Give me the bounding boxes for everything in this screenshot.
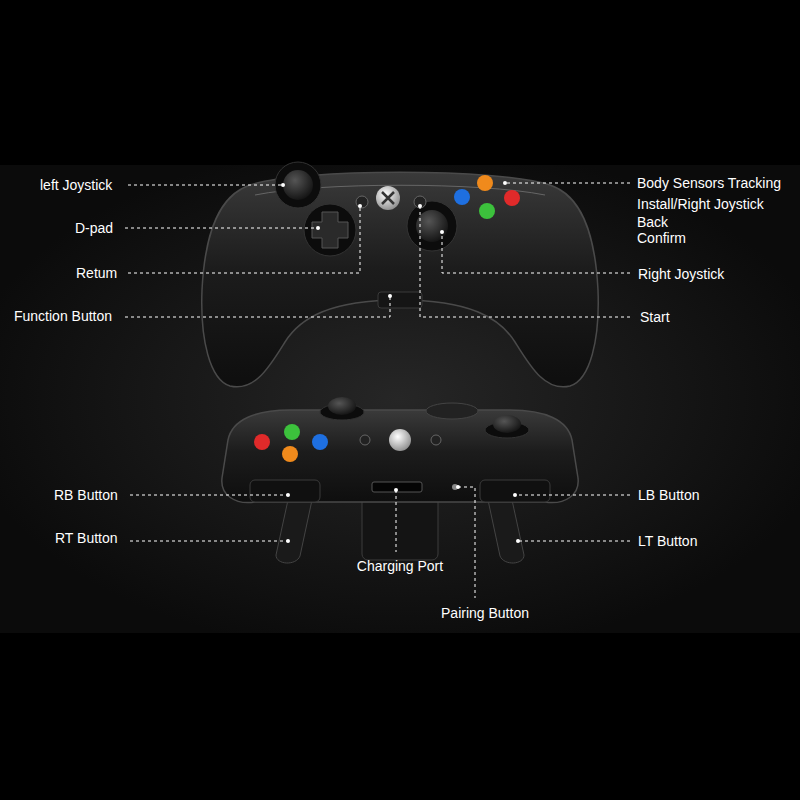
leader-dot (316, 226, 320, 230)
leader-line (130, 541, 288, 542)
face-button (312, 434, 328, 450)
left-stick (283, 170, 313, 200)
leader-line (125, 296, 390, 317)
back-button (356, 196, 368, 208)
leader-dot (456, 485, 460, 489)
leader-line (128, 206, 360, 273)
right-stick (493, 415, 521, 433)
face-button (454, 189, 470, 205)
leader-line (396, 490, 397, 552)
leader-line (505, 183, 630, 184)
part-label: RT Button (55, 530, 118, 546)
leader-dot (286, 493, 290, 497)
leader-dot (513, 493, 517, 497)
leader-lines (125, 183, 630, 598)
leader-line (128, 185, 283, 186)
leader-dots (281, 181, 520, 543)
leader-line (125, 228, 318, 229)
guide-button (376, 186, 400, 210)
leader-dot (388, 294, 392, 298)
part-label: RB Button (54, 487, 118, 503)
leader-dot (394, 488, 398, 492)
part-label: Body Sensors Tracking (637, 175, 781, 191)
part-label: LT Button (638, 533, 697, 549)
leader-line (518, 541, 630, 542)
part-label: Charging Port (357, 558, 443, 574)
backdrop-panel (0, 165, 800, 633)
controller-body (202, 172, 599, 387)
start-button (414, 196, 426, 208)
part-label: Function Button (14, 308, 112, 324)
right-stick (416, 210, 448, 242)
dpad-well (304, 204, 356, 256)
part-label: LB Button (638, 487, 700, 503)
bumper (250, 480, 320, 502)
leader-line (515, 495, 630, 496)
trigger (276, 500, 312, 563)
bumper (480, 480, 550, 502)
leader-dot (418, 204, 422, 208)
part-label: Retum (76, 265, 117, 281)
small-button (431, 435, 441, 445)
dpad (312, 212, 348, 248)
part-label: Confirm (637, 230, 686, 246)
leader-line (442, 232, 630, 273)
small-button (360, 435, 370, 445)
trigger (488, 500, 524, 563)
stick-well (407, 201, 457, 251)
face-button (284, 424, 300, 440)
stick-well (275, 162, 321, 208)
leader-dot (503, 181, 507, 185)
leader-dot (440, 230, 444, 234)
battery-pack (378, 292, 422, 308)
dpad (426, 403, 478, 419)
leader-line (130, 495, 288, 496)
guide-button (389, 429, 411, 451)
part-label: D-pad (75, 220, 113, 236)
face-button (282, 446, 298, 462)
leader-line (420, 206, 630, 317)
left-stick (328, 397, 356, 415)
face-button (479, 203, 495, 219)
part-label: Start (640, 309, 670, 325)
face-button (477, 175, 493, 191)
leader-dot (286, 539, 290, 543)
leader-dot (516, 539, 520, 543)
guide-mark (382, 192, 394, 204)
face-button (254, 434, 270, 450)
charging-port (372, 482, 422, 492)
face-button (504, 190, 520, 206)
part-label: Install/Right Joystick (637, 196, 764, 212)
part-label: Back (637, 214, 668, 230)
leader-dot (281, 183, 285, 187)
part-label: Pairing Button (441, 605, 529, 621)
leader-dot (358, 204, 362, 208)
part-label: left Joystick (40, 177, 112, 193)
part-label: Right Joystick (638, 266, 724, 282)
leader-line (458, 487, 475, 598)
controller-body (222, 410, 578, 503)
